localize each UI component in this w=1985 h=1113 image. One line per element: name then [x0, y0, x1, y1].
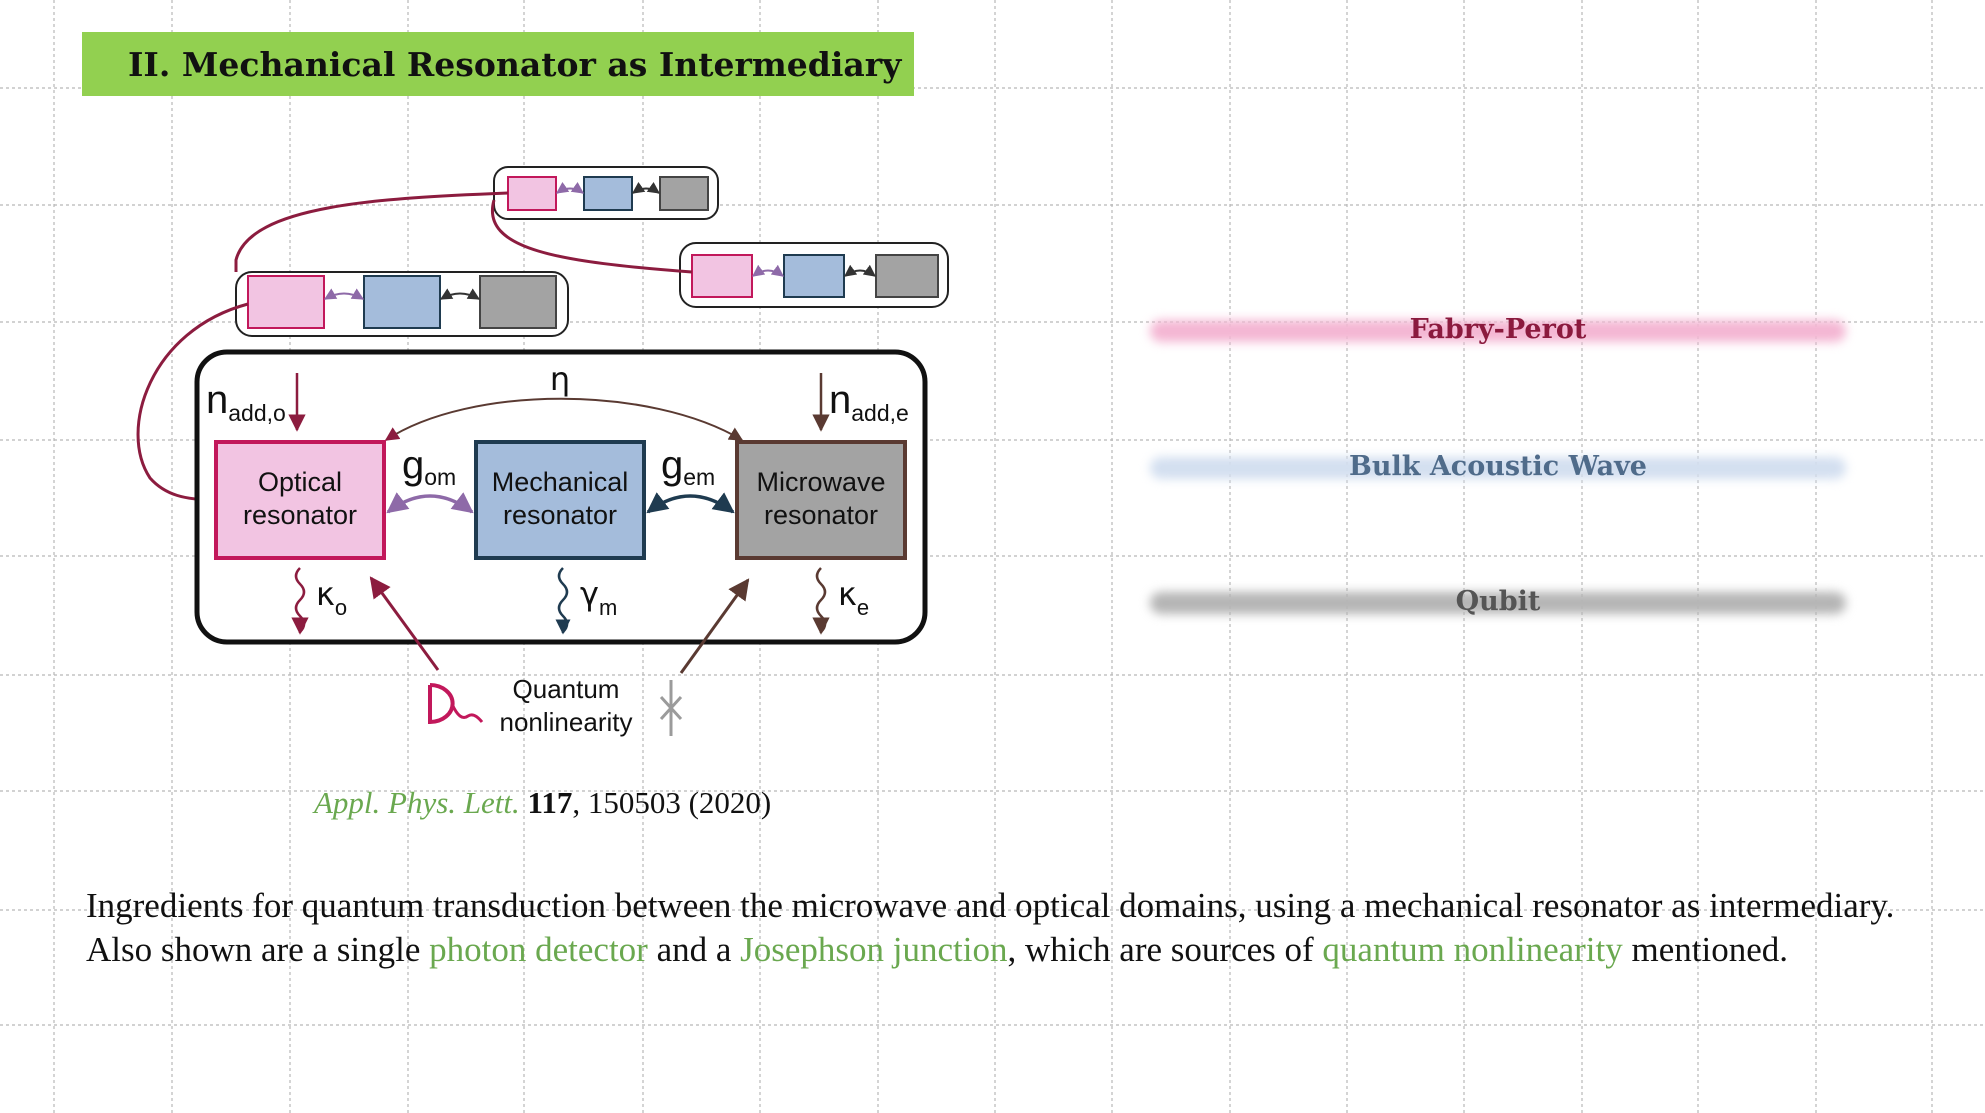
- nonlinearity-arrow-microwave: [679, 578, 750, 674]
- network-node-left: [235, 271, 569, 337]
- fiber-link-main: [136, 302, 249, 502]
- legend-baw-label: Bulk Acoustic Wave: [1349, 451, 1647, 482]
- network-node-right: [679, 242, 949, 308]
- fiber-link-top: [234, 191, 509, 272]
- fiber-link-right: [490, 199, 693, 274]
- g-em-label: gem: [661, 443, 715, 490]
- microwave-resonator-label-1: Microwave: [756, 467, 885, 497]
- legend-qubit-label: Qubit: [1455, 586, 1541, 617]
- citation-journal: Appl. Phys. Lett.: [314, 785, 520, 820]
- gamma-m-label: γm: [580, 575, 617, 620]
- slide-title: II. Mechanical Resonator as Intermediary: [128, 44, 902, 84]
- kappa-e-wave: [812, 567, 830, 635]
- legend-bulk-acoustic-wave: Bulk Acoustic Wave: [1150, 451, 1846, 483]
- figure-caption: Ingredients for quantum transduction bet…: [86, 884, 1946, 972]
- josephson-junction-icon: [659, 680, 683, 736]
- g-om-label: gom: [402, 443, 456, 490]
- caption-part-4: mentioned.: [1622, 930, 1789, 969]
- gamma-m-wave: [555, 567, 571, 635]
- legend-fabry-perot-band: [1150, 320, 1846, 342]
- caption-josephson-junction: Josephson junction: [740, 930, 1008, 969]
- microwave-resonator-label-2: resonator: [764, 500, 878, 530]
- citation: Appl. Phys. Lett. 117, 150503 (2020): [314, 785, 771, 821]
- kappa-e-label: κe: [838, 575, 869, 620]
- mechanical-resonator-label-2: resonator: [503, 500, 617, 530]
- optical-resonator-box: [214, 440, 386, 560]
- nonlinearity-arrow-optical: [369, 576, 440, 671]
- nonlinearity-label-2: nonlinearity: [500, 707, 633, 737]
- citation-volume: 117: [527, 785, 573, 820]
- optical-resonator-label-1: Optical: [258, 467, 342, 497]
- g-em-arrow: [646, 492, 735, 514]
- mechanical-resonator-box: [474, 440, 646, 560]
- legend-fabry-perot: Fabry-Perot: [1150, 314, 1846, 346]
- g-om-arrow: [386, 492, 474, 514]
- legend-qubit-band: [1150, 592, 1846, 614]
- legend-fabry-perot-label: Fabry-Perot: [1409, 314, 1587, 345]
- kappa-o-label: κo: [316, 575, 347, 620]
- photon-detector-icon: [428, 683, 484, 725]
- eta-label: η: [550, 360, 570, 398]
- kappa-o-wave: [291, 567, 309, 635]
- caption-photon-detector: photon detector: [429, 930, 648, 969]
- optical-resonator-label-2: resonator: [243, 500, 357, 530]
- n-add-e-label: nadd,e: [829, 378, 909, 426]
- legend-qubit: Qubit: [1150, 586, 1846, 618]
- slide-title-bar: II. Mechanical Resonator as Intermediary: [82, 32, 914, 96]
- microwave-resonator-box: [735, 440, 907, 560]
- n-add-o-label: nadd,o: [206, 378, 286, 426]
- legend-baw-band: [1150, 457, 1846, 479]
- eta-arrow: [384, 397, 744, 441]
- caption-part-3: , which are sources of: [1007, 930, 1323, 969]
- nonlinearity-label-1: Quantum: [513, 674, 620, 704]
- caption-quantum-nonlinearity: quantum nonlinearity: [1322, 930, 1623, 969]
- caption-part-2: and a: [647, 930, 741, 969]
- network-node-top: [493, 166, 719, 220]
- citation-rest: , 150503 (2020): [572, 785, 772, 820]
- mechanical-resonator-label-1: Mechanical: [492, 467, 629, 497]
- caption-part-1: Ingredients for quantum transduction bet…: [86, 886, 1895, 969]
